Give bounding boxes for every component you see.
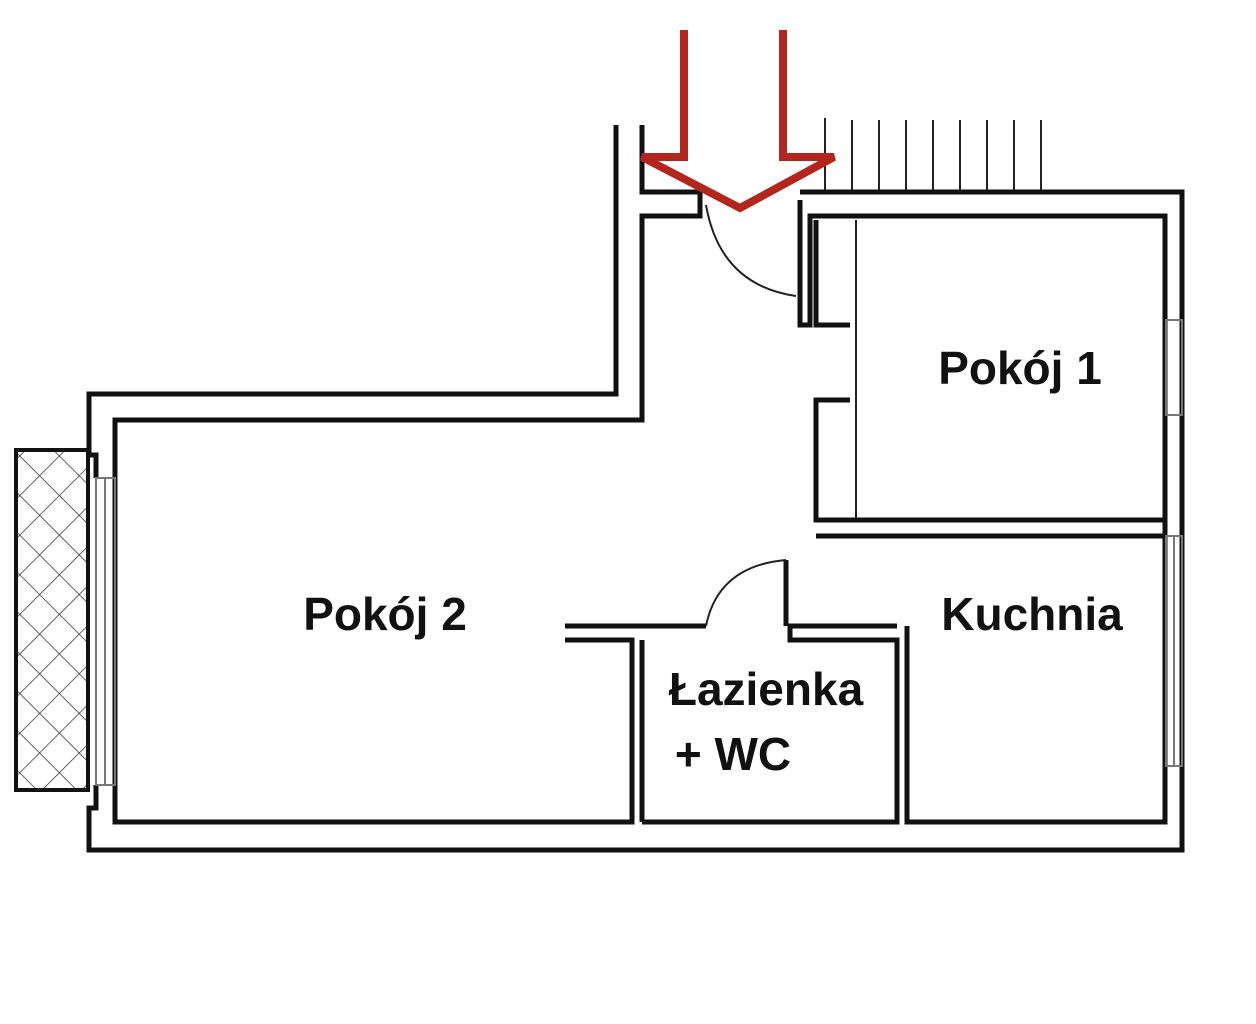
- room-label-wc: + WC: [675, 728, 791, 780]
- room-label-kuchnia: Kuchnia: [941, 588, 1123, 640]
- bathroom-door-arc: [705, 559, 787, 627]
- doors: [705, 204, 797, 627]
- room-label-pokoj-1: Pokój 1: [938, 342, 1102, 394]
- entrance-arrow-icon: [640, 30, 836, 213]
- windows: [95, 319, 1183, 786]
- room1-walls: [813, 220, 1165, 539]
- balcony: [14, 448, 90, 792]
- room-label-lazienka: Łazienka: [669, 663, 864, 715]
- room-label-pokoj-2: Pokój 2: [303, 588, 467, 640]
- railing: [824, 118, 1042, 190]
- outer-walls: [86, 125, 1185, 853]
- entrance-door-arc: [705, 204, 797, 297]
